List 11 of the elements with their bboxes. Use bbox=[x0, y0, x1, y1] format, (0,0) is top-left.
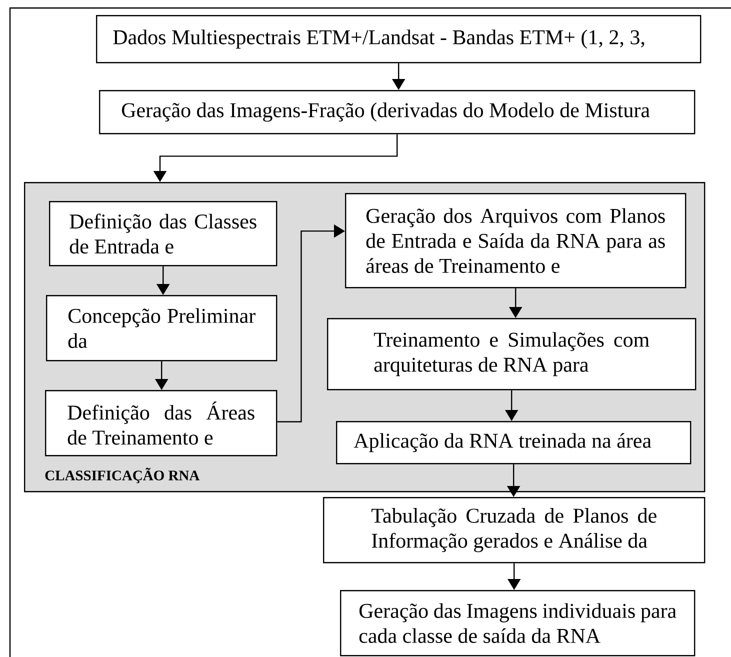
process-box: Definição das Classes de Entrada e bbox=[49, 201, 278, 266]
process-box: Dados Multiespectrais ETM+/Landsat - Bandas ETM+ (1, 2, 3, bbox=[96, 15, 702, 64]
process-box: Geração das Imagens-Fração (derivadas do Modelo de Mistura bbox=[99, 90, 696, 134]
process-box: Geração dos Arquivos com Planos de Entrada e Saída da RNA para as áreas de Treinamento e bbox=[345, 193, 686, 288]
process-box: Tabulação Cruzada de Planos de Informação gerados e Análise da bbox=[323, 497, 706, 564]
process-box: Concepção Preliminar da bbox=[46, 295, 278, 362]
process-box: Aplicação da RNA treinada na área bbox=[336, 421, 692, 464]
panel-heading: CLASSIFICAÇÃO RNA bbox=[45, 468, 200, 484]
process-box: Geração das Imagens individuais para cada classe de saída da RNA bbox=[340, 590, 696, 656]
process-box: Treinamento e Simulações com arquiteturas de RNA para bbox=[327, 318, 696, 390]
process-box: Definição das Áreas de Treinamento e bbox=[45, 390, 278, 456]
